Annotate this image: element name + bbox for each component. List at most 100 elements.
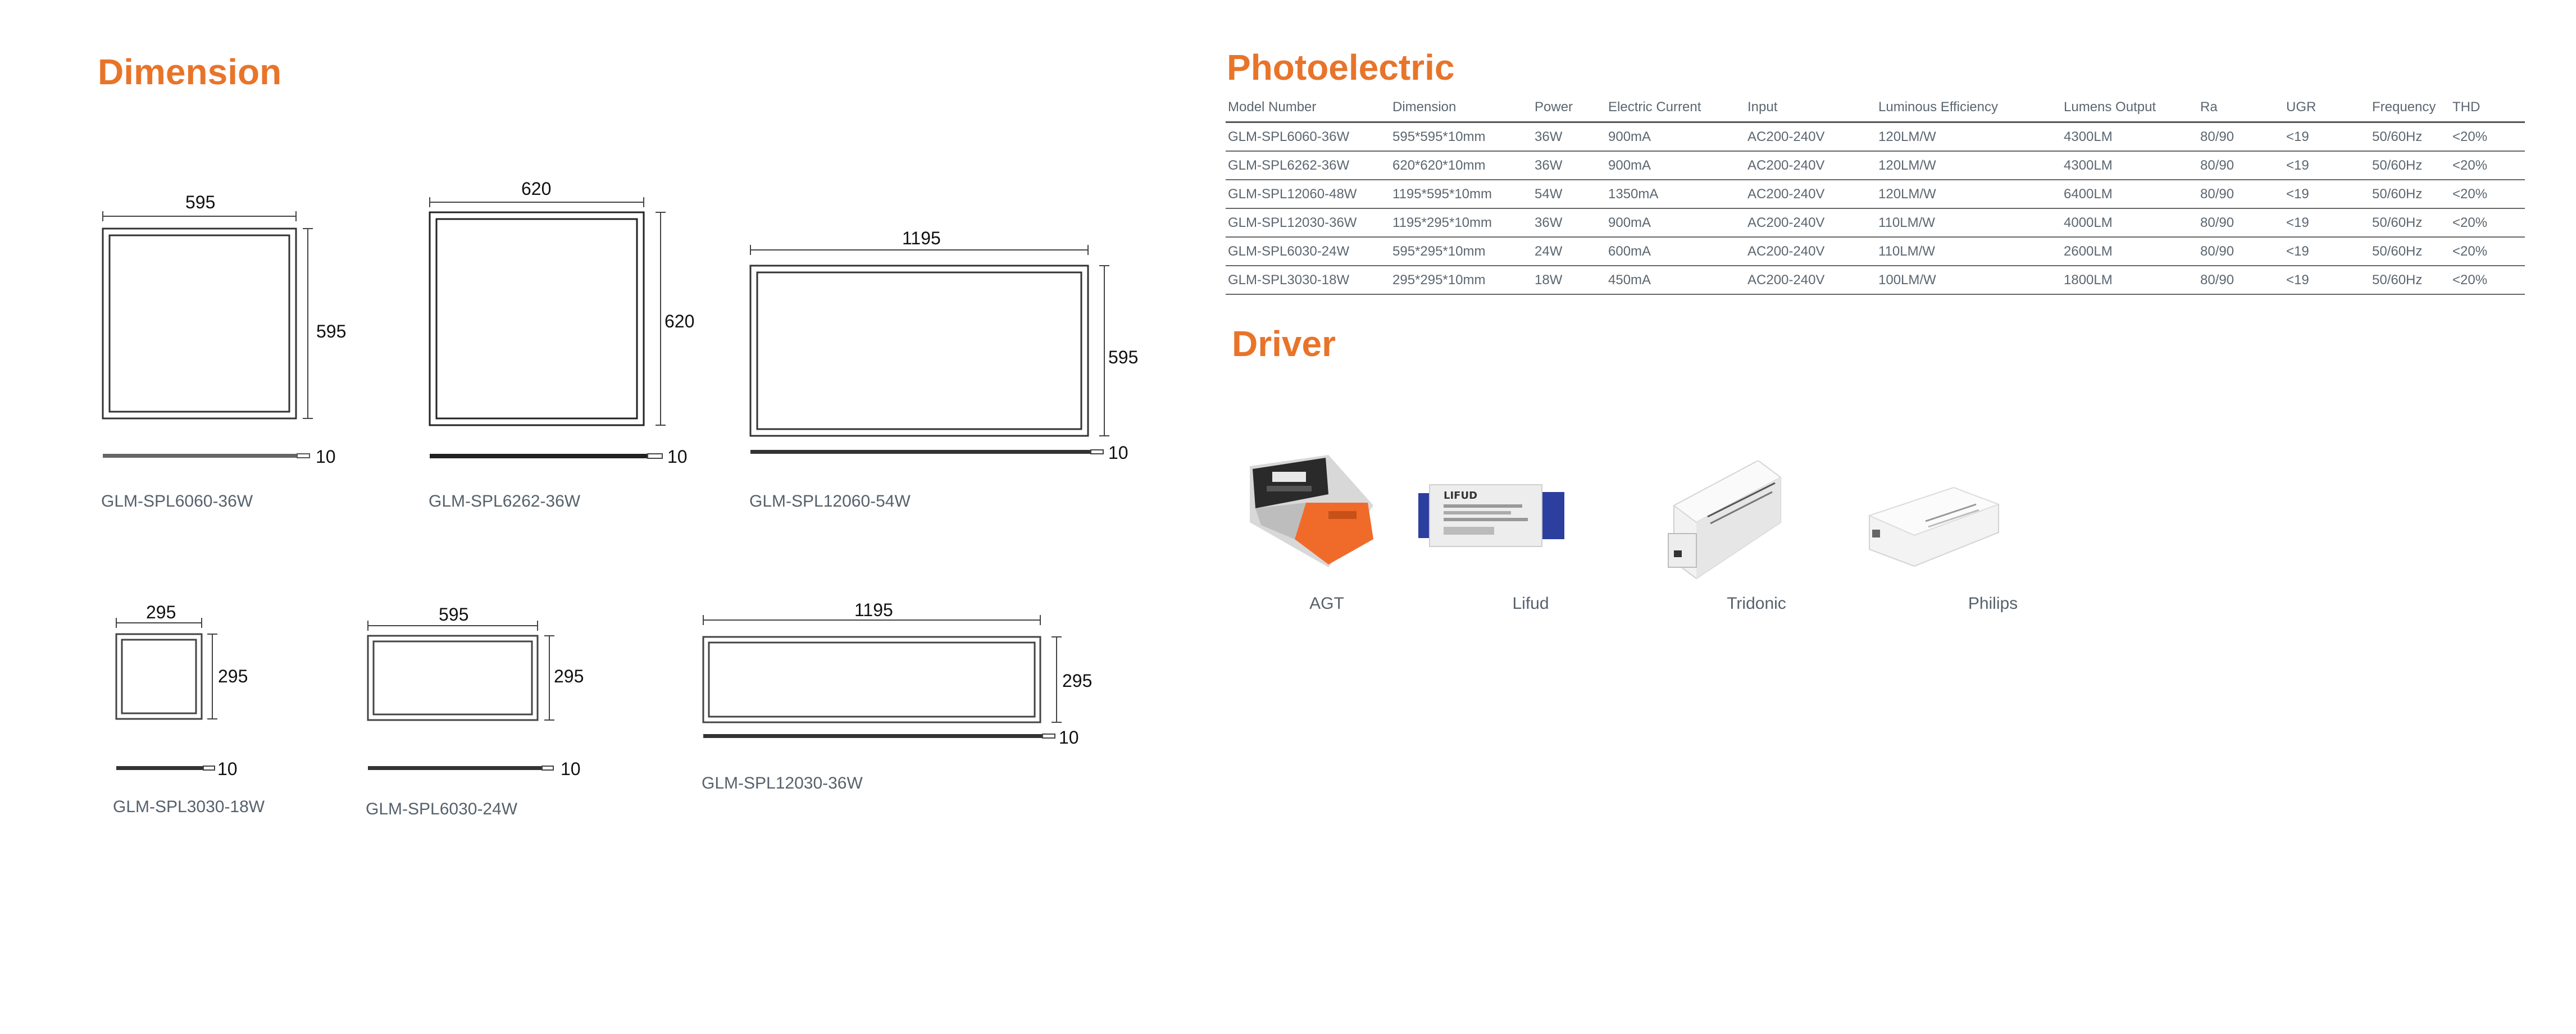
cell-ra: 80/90 (2198, 208, 2284, 238)
cell-thd: <20% (2450, 266, 2525, 295)
col-frequency: Frequency (2370, 94, 2450, 123)
panel-12030-outline (702, 615, 1062, 739)
philips-driver-image (1864, 482, 2004, 575)
table-row: GLM-SPL12060-48W 1195*595*10mm 54W 1350m… (1226, 180, 2525, 209)
cell-efficiency: 120LM/W (1876, 180, 2061, 209)
panel-6060-height-label: 595 (316, 321, 347, 341)
panel-6262-thickness-label: 10 (667, 447, 688, 467)
panel-6060-outline (102, 211, 313, 458)
cell-efficiency: 120LM/W (1876, 151, 2061, 180)
driver-philips-label: Philips (1968, 594, 2018, 613)
panel-6262-height-label: 620 (665, 311, 695, 331)
cell-dimension: 595*595*10mm (1390, 122, 1532, 152)
cell-input: AC200-240V (1745, 180, 1876, 209)
cell-thd: <20% (2450, 122, 2525, 152)
agt-driver-image (1244, 455, 1379, 570)
dimension-title: Dimension (98, 52, 282, 92)
photoelectric-title: Photoelectric (1227, 47, 1455, 88)
col-thd: THD (2450, 94, 2525, 123)
panel-12030-height-label: 295 (1062, 671, 1093, 691)
panel-6262-model: GLM-SPL6262-36W (429, 492, 581, 511)
cell-dimension: 595*295*10mm (1390, 237, 1532, 266)
panel-6262-width-label: 620 (521, 179, 552, 199)
panel-3030-thickness-label: 10 (217, 759, 238, 779)
cell-power: 24W (1532, 237, 1606, 266)
cell-model: GLM-SPL6262-36W (1226, 151, 1390, 180)
panel-6030-height-label: 295 (554, 666, 584, 686)
cell-ra: 80/90 (2198, 151, 2284, 180)
cell-ugr: <19 (2284, 237, 2370, 266)
table-header-row: Model Number Dimension Power Electric Cu… (1226, 94, 2525, 123)
cell-frequency: 50/60Hz (2370, 266, 2450, 295)
col-ugr: UGR (2284, 94, 2370, 123)
cell-input: AC200-240V (1745, 151, 1876, 180)
cell-ra: 80/90 (2198, 266, 2284, 295)
cell-ra: 80/90 (2198, 237, 2284, 266)
cell-model: GLM-SPL12060-48W (1226, 180, 1390, 209)
cell-current: 900mA (1606, 208, 1745, 238)
col-lumens-output: Lumens Output (2061, 94, 2198, 123)
cell-efficiency: 120LM/W (1876, 122, 2061, 152)
panel-6060-model: GLM-SPL6060-36W (101, 492, 253, 511)
cell-model: GLM-SPL6060-36W (1226, 122, 1390, 152)
panel-3030-width-label: 295 (146, 602, 176, 622)
table-row: GLM-SPL6262-36W 620*620*10mm 36W 900mA A… (1226, 151, 2525, 180)
cell-input: AC200-240V (1745, 237, 1876, 266)
panel-12030-width-label: 1195 (854, 600, 893, 620)
driver-agt-label: AGT (1309, 594, 1344, 613)
col-electric-current: Electric Current (1606, 94, 1745, 123)
col-model-number: Model Number (1226, 94, 1390, 123)
cell-dimension: 1195*295*10mm (1390, 208, 1532, 238)
cell-frequency: 50/60Hz (2370, 122, 2450, 152)
cell-frequency: 50/60Hz (2370, 180, 2450, 209)
cell-ugr: <19 (2284, 266, 2370, 295)
panel-12060-thickness-label: 10 (1108, 443, 1128, 463)
cell-input: AC200-240V (1745, 122, 1876, 152)
cell-ugr: <19 (2284, 180, 2370, 209)
driver-title: Driver (1232, 324, 1336, 364)
panel-3030-height-label: 295 (218, 666, 248, 686)
cell-power: 54W (1532, 180, 1606, 209)
cell-ra: 80/90 (2198, 180, 2284, 209)
cell-current: 900mA (1606, 151, 1745, 180)
cell-current: 600mA (1606, 237, 1745, 266)
cell-current: 900mA (1606, 122, 1745, 152)
panel-12060-outline (749, 245, 1109, 454)
panel-12030-model: GLM-SPL12030-36W (702, 774, 863, 792)
cell-model: GLM-SPL6030-24W (1226, 237, 1390, 266)
col-power: Power (1532, 94, 1606, 123)
cell-current: 450mA (1606, 266, 1745, 295)
cell-ugr: <19 (2284, 122, 2370, 152)
panel-12060-width-label: 1195 (902, 228, 941, 248)
cell-lumens: 4300LM (2061, 122, 2198, 152)
panel-6030-width-label: 595 (439, 604, 469, 625)
driver-tridonic-label: Tridonic (1727, 594, 1786, 613)
cell-frequency: 50/60Hz (2370, 208, 2450, 238)
cell-input: AC200-240V (1745, 208, 1876, 238)
cell-frequency: 50/60Hz (2370, 237, 2450, 266)
cell-input: AC200-240V (1745, 266, 1876, 295)
tridonic-driver-image (1663, 459, 1792, 587)
panel-12060-height-label: 595 (1108, 347, 1139, 367)
photoelectric-table: Model Number Dimension Power Electric Cu… (1226, 94, 2525, 295)
cell-power: 36W (1532, 122, 1606, 152)
panel-3030-outline (115, 618, 217, 771)
cell-power: 36W (1532, 208, 1606, 238)
table-row: GLM-SPL6060-36W 595*595*10mm 36W 900mA A… (1226, 122, 2525, 152)
cell-efficiency: 110LM/W (1876, 208, 2061, 238)
cell-ugr: <19 (2284, 208, 2370, 238)
cell-thd: <20% (2450, 151, 2525, 180)
panel-6030-thickness-label: 10 (561, 759, 581, 779)
cell-thd: <20% (2450, 180, 2525, 209)
driver-lifud-label: Lifud (1512, 594, 1549, 613)
panel-3030-model: GLM-SPL3030-18W (113, 798, 265, 816)
table-row: GLM-SPL6030-24W 595*295*10mm 24W 600mA A… (1226, 237, 2525, 266)
cell-power: 18W (1532, 266, 1606, 295)
cell-efficiency: 110LM/W (1876, 237, 2061, 266)
cell-model: GLM-SPL12030-36W (1226, 208, 1390, 238)
col-input: Input (1745, 94, 1876, 123)
col-luminous-efficiency: Luminous Efficiency (1876, 94, 2061, 123)
cell-lumens: 1800LM (2061, 266, 2198, 295)
cell-dimension: 1195*595*10mm (1390, 180, 1532, 209)
panel-12030-thickness-label: 10 (1059, 727, 1079, 748)
